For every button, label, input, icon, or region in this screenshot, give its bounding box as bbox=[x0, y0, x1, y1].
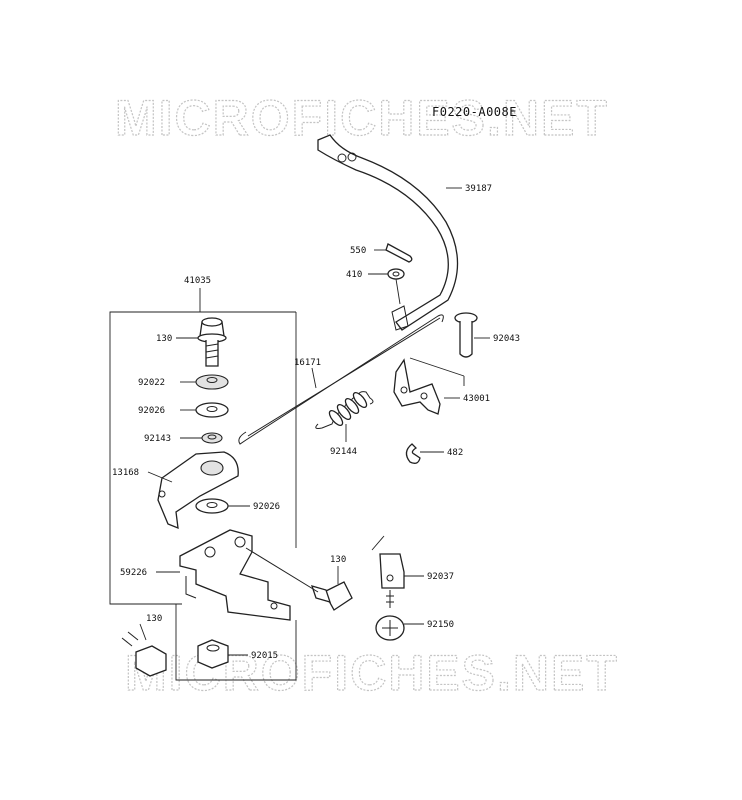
assembly-frame-41035 bbox=[109, 288, 201, 605]
leader-13168 bbox=[147, 471, 173, 483]
callout-92037: 92037 bbox=[427, 572, 454, 582]
part-130-bolt-top bbox=[197, 317, 227, 367]
callout-59226: 59226 bbox=[120, 568, 147, 578]
callout-41035: 41035 bbox=[184, 276, 211, 286]
assembly-frame-lower bbox=[175, 604, 297, 681]
callout-92015: 92015 bbox=[251, 651, 278, 661]
leader-130-bottom bbox=[139, 623, 147, 641]
part-16171-rod bbox=[238, 314, 444, 445]
part-130-bolt-bottom bbox=[121, 631, 167, 677]
part-92022-washer bbox=[195, 374, 229, 390]
part-39187-arm bbox=[317, 134, 459, 331]
part-92015-nut bbox=[197, 639, 229, 669]
part-92150-screw bbox=[375, 590, 405, 641]
callout-130-bottom: 130 bbox=[146, 614, 162, 624]
callout-13168: 13168 bbox=[112, 468, 139, 478]
part-92144-spring bbox=[315, 391, 374, 442]
callout-130-mid: 130 bbox=[330, 555, 346, 565]
callout-92026-a: 92026 bbox=[138, 406, 165, 416]
part-43001-bracket bbox=[393, 357, 465, 415]
callout-550: 550 bbox=[350, 246, 366, 256]
part-59226-bracket bbox=[179, 529, 291, 621]
callout-43001: 43001 bbox=[463, 394, 490, 404]
callout-92022: 92022 bbox=[138, 378, 165, 388]
part-130-bolt-mid bbox=[245, 547, 353, 611]
part-482-clip bbox=[405, 443, 444, 464]
leader-16171 bbox=[311, 367, 317, 389]
callout-92144: 92144 bbox=[330, 447, 357, 457]
part-92043-pin bbox=[454, 312, 478, 358]
callout-39187: 39187 bbox=[465, 184, 492, 194]
callout-410: 410 bbox=[346, 270, 362, 280]
part-410-washer bbox=[368, 268, 405, 305]
callout-482: 482 bbox=[447, 448, 463, 458]
callout-92143: 92143 bbox=[144, 434, 171, 444]
part-92037-nut bbox=[371, 535, 405, 589]
part-550-cotter-pin bbox=[374, 243, 413, 263]
callout-92150: 92150 bbox=[427, 620, 454, 630]
figure-code: F0220-A008E bbox=[432, 105, 517, 119]
callout-16171: 16171 bbox=[294, 358, 321, 368]
callout-130-top: 130 bbox=[156, 334, 172, 344]
part-13168-plate bbox=[157, 451, 239, 530]
watermark-top: MICROFICHES.NET bbox=[115, 90, 609, 146]
part-92143-collar bbox=[201, 432, 223, 444]
part-92026-washer-lower bbox=[195, 498, 229, 514]
callout-92043: 92043 bbox=[493, 334, 520, 344]
part-92026-washer-upper bbox=[195, 402, 229, 418]
callout-92026-b: 92026 bbox=[253, 502, 280, 512]
